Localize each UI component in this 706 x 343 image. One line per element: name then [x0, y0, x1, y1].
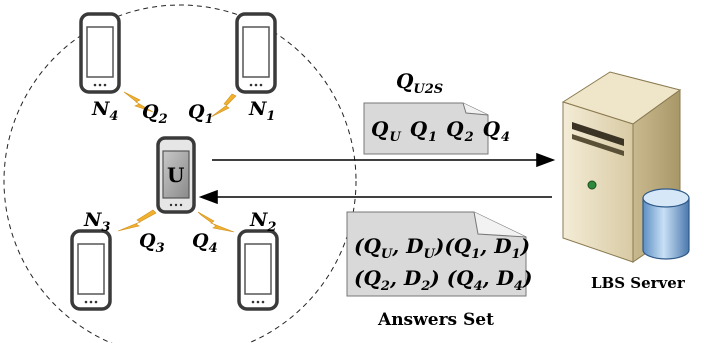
- answers-line-2: (Q2, D2) (Q4, D4): [354, 266, 533, 294]
- lightning-q2-icon: [123, 91, 154, 113]
- request-items: QU Q1 Q2 Q4: [371, 117, 512, 145]
- request-title: QU2S: [396, 69, 444, 97]
- query-label-q4: Q4: [192, 230, 218, 256]
- lightning-q3-icon: [117, 209, 157, 232]
- phone-n3-icon: [70, 229, 112, 311]
- node-label-n4: N4: [92, 98, 119, 124]
- phone-user-icon: [156, 136, 196, 214]
- request-arrow: [212, 152, 556, 168]
- answers-line-1: (QU, DU)(Q1, D1): [354, 234, 531, 262]
- database-icon: [642, 188, 690, 260]
- proximity-circle: [3, 4, 357, 343]
- node-label-n3: N3: [84, 209, 111, 235]
- server-label: LBS Server: [591, 274, 685, 292]
- query-label-q3: Q3: [139, 230, 165, 256]
- node-label-n2: N2: [250, 209, 277, 235]
- phone-n2-icon: [237, 229, 279, 311]
- lightning-q1-icon: [210, 93, 237, 118]
- answers-caption: Answers Set: [378, 310, 494, 330]
- query-label-q2: Q2: [142, 101, 168, 127]
- user-label: U: [167, 163, 185, 187]
- node-label-n1: N1: [249, 98, 276, 124]
- response-arrow: [198, 189, 552, 205]
- phone-n1-icon: [235, 12, 277, 94]
- lightning-q4-icon: [197, 211, 235, 233]
- request-document: [363, 102, 489, 155]
- query-label-q1: Q1: [188, 101, 214, 127]
- phone-n4-icon: [79, 12, 121, 94]
